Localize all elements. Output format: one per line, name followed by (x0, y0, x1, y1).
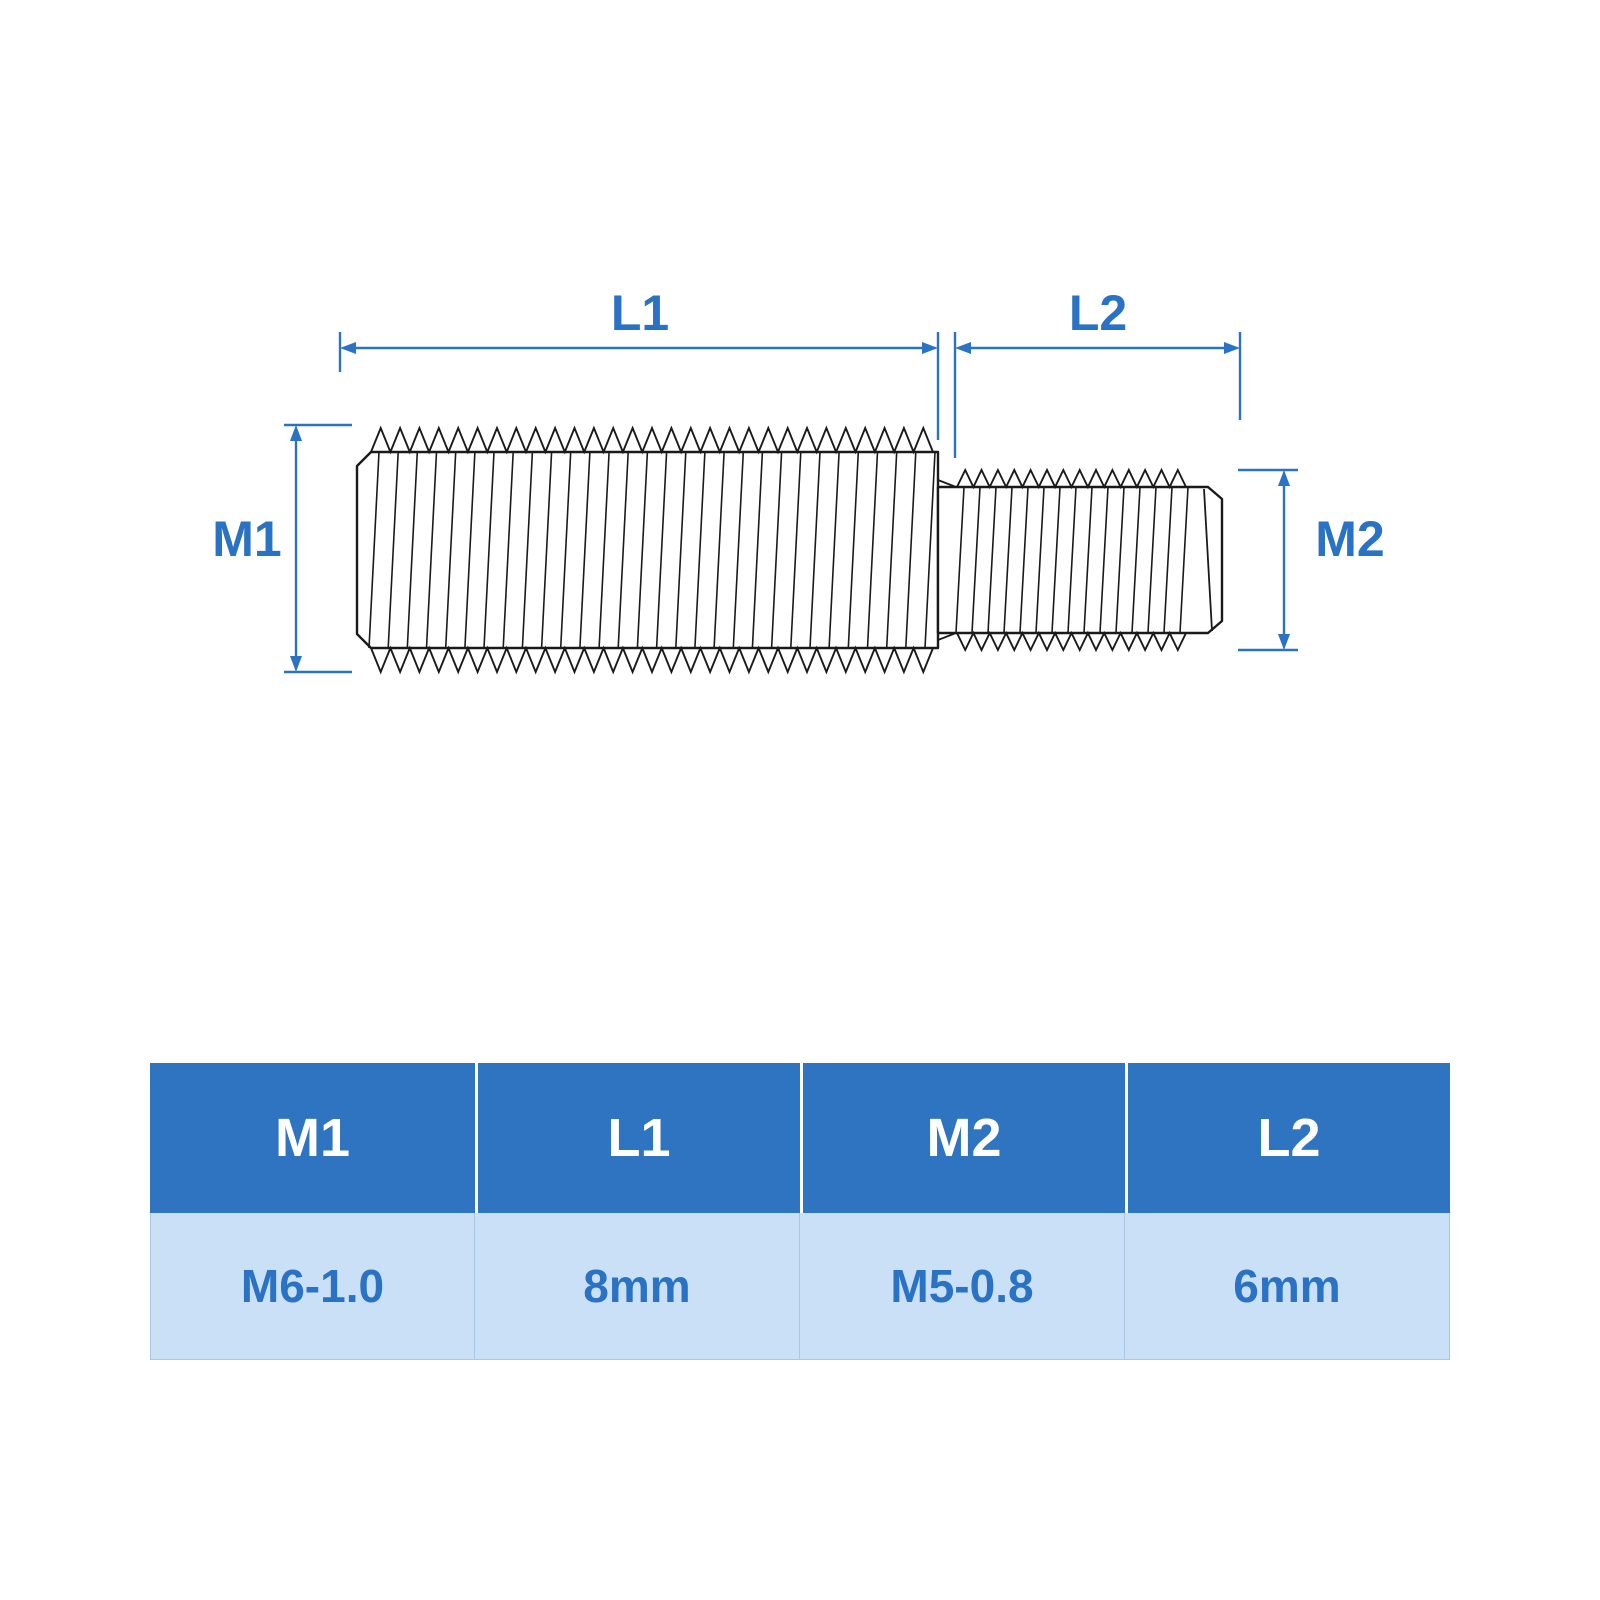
value-l2: 6mm (1125, 1213, 1450, 1360)
col-header-l1: L1 (475, 1063, 800, 1213)
small-thread-section (936, 467, 1224, 653)
dim-label-m1: M1 (212, 511, 281, 567)
dim-label-m2: M2 (1315, 511, 1384, 567)
dimension-l1: L1 (338, 285, 940, 440)
col-header-m1: M1 (150, 1063, 475, 1213)
large-thread-section (355, 425, 940, 675)
dimension-m1: M1 (212, 423, 352, 674)
spec-table-data-row: M6-1.0 8mm M5-0.8 6mm (150, 1213, 1450, 1360)
dimension-m2: M2 (1238, 468, 1385, 652)
spec-table-header-row: M1 L1 M2 L2 (150, 1063, 1450, 1213)
col-header-m2: M2 (800, 1063, 1125, 1213)
stud-technical-drawing: L1 L2 M1 M2 (212, 285, 1385, 675)
dimension-l2: L2 (953, 285, 1242, 458)
value-m1: M6-1.0 (150, 1213, 475, 1360)
dim-label-l1: L1 (611, 285, 669, 341)
dim-label-l2: L2 (1069, 285, 1127, 341)
value-l1: 8mm (475, 1213, 800, 1360)
value-m2: M5-0.8 (800, 1213, 1125, 1360)
spec-table: M1 L1 M2 L2 M6-1.0 8mm M5-0.8 6mm (150, 1063, 1450, 1360)
chamfer-lines (937, 479, 1213, 641)
col-header-l2: L2 (1125, 1063, 1450, 1213)
